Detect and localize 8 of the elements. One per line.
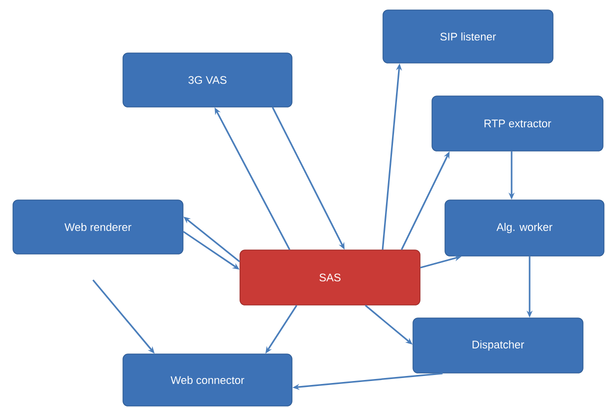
process-box: Web connector: [122, 354, 292, 406]
process-box: SIP listener: [382, 10, 554, 64]
process-box: Alg. worker: [444, 200, 604, 256]
server-box: SAS: [240, 250, 420, 306]
process-box: 3G VAS: [122, 52, 292, 108]
process-box: RTP extractor: [432, 96, 604, 152]
process-box: Dispatcher: [412, 318, 584, 374]
process-box: Web renderer: [12, 200, 184, 254]
